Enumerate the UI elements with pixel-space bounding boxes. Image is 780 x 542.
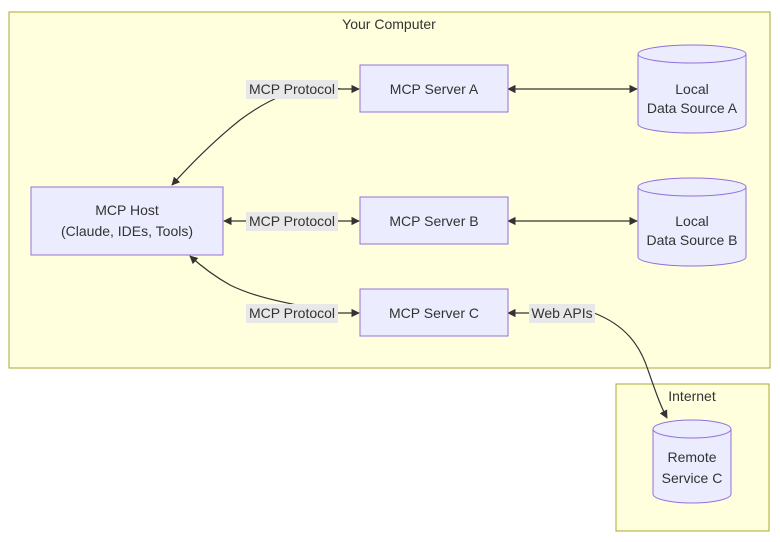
svg-text:Local: Local — [675, 213, 708, 229]
node-local-data-source-b[interactable]: Local Data Source B — [637, 177, 747, 267]
svg-text:Local: Local — [675, 81, 708, 97]
svg-text:MCP Protocol: MCP Protocol — [249, 213, 335, 229]
node-mcp-server-b[interactable]: MCP Server B — [359, 196, 509, 245]
node-mcp-host[interactable]: MCP Host (Claude, IDEs, Tools) — [30, 186, 224, 256]
edge-label-host-c: MCP Protocol — [246, 304, 338, 323]
svg-text:MCP Server A: MCP Server A — [390, 81, 479, 97]
svg-text:Data Source A: Data Source A — [647, 100, 738, 116]
node-mcp-server-c[interactable]: MCP Server C — [359, 288, 509, 337]
svg-text:MCP Protocol: MCP Protocol — [249, 305, 335, 321]
svg-text:Data Source B: Data Source B — [646, 232, 737, 248]
node-mcp-server-a[interactable]: MCP Server A — [359, 64, 509, 113]
svg-text:MCP Server C: MCP Server C — [389, 305, 479, 321]
svg-text:MCP Server B: MCP Server B — [389, 213, 478, 229]
cluster-your-computer-title: Your Computer — [342, 16, 436, 32]
svg-text:Web APIs: Web APIs — [531, 305, 592, 321]
edge-label-host-b: MCP Protocol — [246, 212, 338, 231]
cluster-internet: Internet — [615, 383, 770, 532]
node-mcp-host-subtitle: (Claude, IDEs, Tools) — [61, 223, 193, 239]
svg-text:Service C: Service C — [662, 470, 723, 486]
edge-web-apis-to-remote — [593, 312, 668, 419]
cluster-internet-title: Internet — [668, 388, 716, 404]
edge-label-web-apis: Web APIs — [529, 304, 595, 323]
node-mcp-host-title: MCP Host — [95, 202, 159, 218]
node-local-data-source-a[interactable]: Local Data Source A — [637, 44, 747, 134]
svg-text:MCP Protocol: MCP Protocol — [249, 81, 335, 97]
svg-text:Remote: Remote — [667, 449, 716, 465]
node-remote-service-c[interactable]: Remote Service C — [652, 419, 732, 504]
edge-label-host-a: MCP Protocol — [246, 80, 338, 99]
